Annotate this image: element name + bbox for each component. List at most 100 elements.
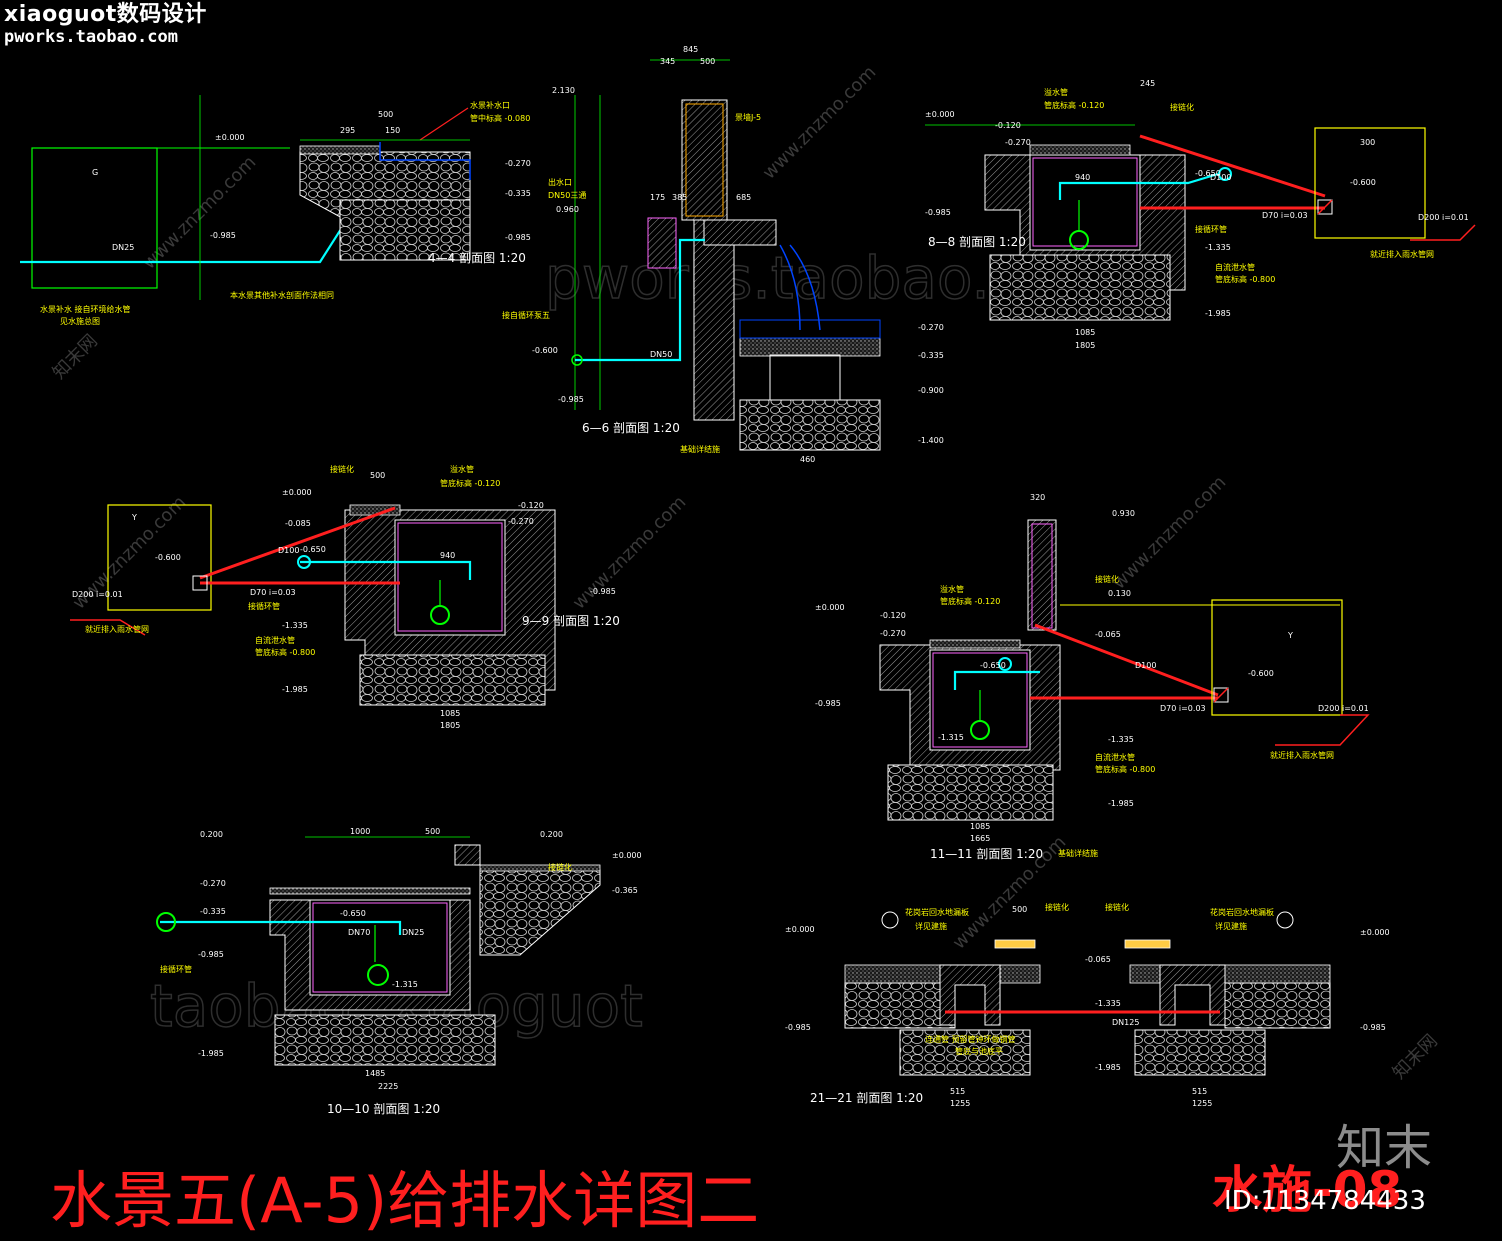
elev-m0985: -0.985 xyxy=(558,395,584,404)
label-drain-elev: 管底标高 -0.800 xyxy=(1215,274,1275,284)
elev-m0365: -0.365 xyxy=(612,886,638,895)
dim-2225: 2225 xyxy=(378,1082,398,1091)
dim-515-right: 515 xyxy=(1192,1087,1207,1096)
manhole-label-y: 300 xyxy=(1360,138,1375,147)
pump-pipe-dn50 xyxy=(575,238,705,362)
label-granite-drain-left: 花岗岩回水地漏板 xyxy=(905,907,969,917)
label-circ-10-10: 接循环管 xyxy=(160,964,192,974)
label-dn50-tee: DN50三通 xyxy=(548,190,586,200)
label-granite-drain-right: 花岗岩回水地漏板 xyxy=(1210,907,1274,917)
dim-1255-right: 1255 xyxy=(1192,1099,1212,1108)
watermark-diag-8: 知末网 xyxy=(49,331,102,384)
pipe-dn50: DN50 xyxy=(650,350,672,359)
elev-m0270: -0.270 xyxy=(918,323,944,332)
caption-11-11: 11—11 剖面图 1:20 xyxy=(930,847,1043,861)
elev-0000: ±0.000 xyxy=(215,133,245,142)
label-to-storm: 就近排入雨水管网 xyxy=(1370,249,1434,259)
dim-500: 500 xyxy=(378,110,393,119)
overflow-pipe-9-9 xyxy=(199,506,396,580)
caption-21-21: 21—21 剖面图 1:20 xyxy=(810,1091,923,1105)
caption-6-6: 6—6 剖面图 1:20 xyxy=(582,421,680,435)
label-makeup-inlet: 水景补水口 xyxy=(470,100,510,110)
elev-m0985-21-right: -0.985 xyxy=(1360,1023,1386,1032)
label-circ-pipe: 接循环管 xyxy=(1195,224,1227,234)
label-pipe-flush: 管底与池底平 xyxy=(955,1046,1003,1056)
dim-500-21: 500 xyxy=(1012,905,1027,914)
elev-m0985: -0.985 xyxy=(210,231,236,240)
section-6-6: 845 345 500 2.130 景墙J-5 出水口 DN50三通 0.960… xyxy=(502,45,944,464)
label-overflow: 溢水管 xyxy=(1044,87,1068,97)
circulation-pipe-10-10 xyxy=(160,920,402,935)
watermark-diag-2: www.znzmo.com xyxy=(759,62,881,184)
pipe-dn125: DN125 xyxy=(1112,1018,1139,1027)
pipe-dn25: DN25 xyxy=(402,928,424,937)
label-overflow-elev: 管底标高 -0.120 xyxy=(1044,100,1104,110)
elev-m1985-10-10: -1.985 xyxy=(198,1049,224,1058)
elev-m0985-11-11: -0.985 xyxy=(815,699,841,708)
elev-m0270-11-11: -0.270 xyxy=(880,629,906,638)
label-drain-9-9: 自流泄水管 xyxy=(255,635,295,645)
elev-m0600: -0.600 xyxy=(1350,178,1376,187)
elev-m1335: -1.335 xyxy=(1205,243,1231,252)
elev-m1315: -1.315 xyxy=(938,733,964,742)
elev-m0600-9-9: -0.600 xyxy=(155,553,181,562)
elev-m0985-right: -0.985 xyxy=(505,233,531,242)
elev-m1985-21: -1.985 xyxy=(1095,1063,1121,1072)
label-to-storm-11-11: 就近排入雨水管网 xyxy=(1270,750,1334,760)
label-overflow-elev-9-9: 管底标高 -0.120 xyxy=(440,478,500,488)
caption-4-4: 4—4 剖面图 1:20 xyxy=(428,251,526,265)
elev-m0600-11-11: -0.600 xyxy=(1248,669,1274,678)
dim-1085-11-11: 1085 xyxy=(970,822,990,831)
label-overflow-elev-11-11: 管底标高 -0.120 xyxy=(940,596,1000,606)
pipe-d70-11-11: D70 i=0.03 xyxy=(1160,704,1206,713)
elev-m1985-11-11: -1.985 xyxy=(1108,799,1134,808)
elev-0000-10-10: ±0.000 xyxy=(612,851,642,860)
label-drain-elev-11-11: 管底标高 -0.800 xyxy=(1095,764,1155,774)
pump-icon-9-9 xyxy=(430,605,450,625)
elev-m1335-11-11: -1.335 xyxy=(1108,735,1134,744)
dim-500-9-9: 500 xyxy=(370,471,385,480)
elev-m1985-9-9: -1.985 xyxy=(282,685,308,694)
elev-m0065-21: -0.065 xyxy=(1085,955,1111,964)
elev-m1400: -1.400 xyxy=(918,436,944,445)
elev-m1335-9-9: -1.335 xyxy=(282,621,308,630)
dim-685: 685 xyxy=(736,193,751,202)
pump-icon-10-10 xyxy=(367,964,389,986)
dim-150: 150 xyxy=(385,126,400,135)
elev-2130: 2.130 xyxy=(552,86,575,95)
dim-940: 940 xyxy=(1075,173,1090,182)
dim-515-left: 515 xyxy=(950,1087,965,1096)
dim-1085: 1085 xyxy=(1075,328,1095,337)
asset-id: ID:1134784433 xyxy=(1224,1186,1426,1216)
dim-385: 385 xyxy=(672,193,687,202)
dim-500: 500 xyxy=(700,57,715,66)
elev-m0270: -0.270 xyxy=(1005,138,1031,147)
sheet-number: 水施-08 xyxy=(1212,1161,1403,1219)
watermark-diag-4: www.znzmo.com xyxy=(569,492,691,614)
dim-320: 320 xyxy=(1030,493,1045,502)
zhimo-logo: 知末 xyxy=(1336,1120,1433,1176)
feature-wall-j5 xyxy=(681,99,728,221)
label-foundation: 基础详结施 xyxy=(680,444,720,454)
pipe-d100: D100 xyxy=(1210,173,1231,182)
label-overflow-9-9: 溢水管 xyxy=(450,464,474,474)
manhole-label-y-9-9: Y xyxy=(131,513,137,522)
dim-345: 345 xyxy=(660,57,675,66)
dim-1000: 1000 xyxy=(350,827,370,836)
elev-m1985: -1.985 xyxy=(1205,309,1231,318)
dim-1255-left: 1255 xyxy=(950,1099,970,1108)
brand-name: xiaoguot数码设计 xyxy=(4,2,207,27)
label-wall-j5: 景墙J-5 xyxy=(735,112,761,122)
elev-0130: 0.130 xyxy=(1108,589,1131,598)
pipe-d200: D200 i=0.01 xyxy=(1418,213,1469,222)
label-foundation-11-11: 基础详结施 xyxy=(1058,848,1098,858)
dim-845: 845 xyxy=(683,45,698,54)
dim-1805-9-9: 1805 xyxy=(440,721,460,730)
elev-0930: 0.930 xyxy=(1112,509,1135,518)
elev-m0650: -0.650 xyxy=(1195,169,1221,178)
elev-m0270-10-10: -0.270 xyxy=(200,879,226,888)
label-clamp-9-9: 接链化 xyxy=(330,464,354,474)
pump-icon-11-11 xyxy=(970,720,990,740)
pump-pit-9-9 xyxy=(394,519,506,636)
